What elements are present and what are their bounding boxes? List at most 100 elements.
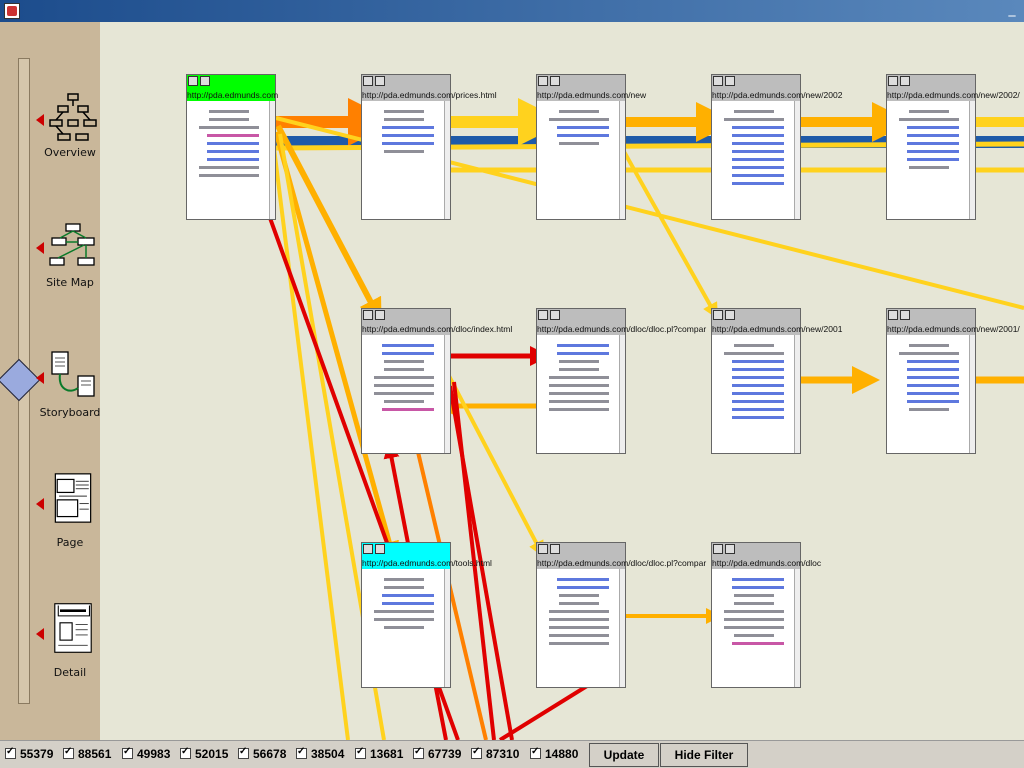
storyboard-canvas[interactable]: http://pda.edmunds.com http://pda.edmund… (100, 22, 1024, 740)
page-scrollbar[interactable] (269, 101, 275, 219)
filter-label: 56678 (253, 747, 287, 761)
filter-item[interactable]: 67739 (413, 746, 461, 763)
level-label: Storyboard (39, 406, 101, 419)
page-url: http://pda.edmunds.com/dloc/index.html (362, 324, 513, 334)
filter-checkbox[interactable] (122, 746, 133, 759)
page-scrollbar[interactable] (794, 569, 800, 687)
page-thumbnail[interactable]: http://pda.edmunds.com/dloc/index.html (361, 308, 512, 454)
filter-item[interactable]: 14880 (530, 746, 578, 763)
filter-item[interactable]: 38504 (296, 746, 345, 763)
page-thumbnail[interactable]: http://pda.edmunds.com/new/2001 (711, 308, 842, 454)
filter-checkbox[interactable] (355, 746, 366, 759)
link-arrow (446, 373, 544, 558)
link-arrow (270, 131, 350, 740)
page-thumbnail[interactable]: http://pda.edmunds.com/tools.html (361, 542, 492, 688)
page-scrollbar[interactable] (794, 101, 800, 219)
filter-checkbox[interactable] (63, 746, 74, 759)
filter-item[interactable]: 87310 (471, 746, 519, 763)
page-scrollbar[interactable] (969, 101, 975, 219)
page-thumbnail[interactable]: http://pda.edmunds.com/new/2001/ (886, 308, 1020, 454)
back-icon (888, 310, 898, 320)
page-thumbnail[interactable]: http://pda.edmunds.com (186, 74, 278, 220)
title-bar: _ (0, 0, 1024, 22)
page-scrollbar[interactable] (969, 335, 975, 453)
filter-item[interactable]: 49983 (122, 746, 170, 763)
level-site-map[interactable]: Site Map (30, 216, 100, 326)
filter-item[interactable]: 55379 (5, 746, 53, 763)
filter-label: 88561 (78, 747, 112, 761)
filter-item[interactable]: 88561 (63, 746, 112, 763)
filter-checkbox[interactable] (530, 746, 541, 759)
page-icon-small (900, 76, 910, 86)
page-url: http://pda.edmunds.com/new/2002/ (887, 90, 1020, 100)
page-scrollbar[interactable] (444, 335, 450, 453)
level-pointer-icon (36, 372, 44, 384)
level-overview[interactable]: Overview (30, 86, 100, 196)
filter-label: 52015 (195, 747, 229, 761)
page-scrollbar[interactable] (444, 101, 450, 219)
page-icon-small (375, 76, 385, 86)
page-scrollbar[interactable] (619, 335, 625, 453)
detail-icon (54, 603, 92, 653)
page-scrollbar[interactable] (619, 569, 625, 687)
page-thumbnail[interactable]: http://pda.edmunds.com/new (536, 74, 646, 220)
level-label: Page (56, 536, 84, 549)
page-url: http://pda.edmunds.com/dloc/dloc.pl?comp… (537, 324, 707, 334)
back-icon (713, 310, 723, 320)
level-storyboard[interactable]: Storyboard (30, 346, 100, 456)
filter-bar: 55379 88561 49983 52015 56678 38504 1368… (0, 740, 1024, 768)
page-icon-small (725, 76, 735, 86)
filter-checkbox[interactable] (5, 746, 16, 759)
back-icon (713, 76, 723, 86)
page-url: http://pda.edmunds.com/new/2001/ (887, 324, 1020, 334)
page-url: http://pda.edmunds.com/new/2002 (712, 90, 843, 100)
page-header: http://pda.edmunds.com/new/2002/ (887, 75, 1020, 101)
page-thumbnail[interactable]: http://pda.edmunds.com/prices.html (361, 74, 497, 220)
filter-checkbox[interactable] (413, 746, 424, 759)
filter-item[interactable]: 52015 (180, 746, 229, 763)
page-icon-small (375, 310, 385, 320)
filter-checkbox[interactable] (296, 746, 307, 759)
update-button[interactable]: Update (589, 743, 659, 767)
page-header: http://pda.edmunds.com/dloc/dloc.pl?comp… (537, 309, 706, 335)
page-header: http://pda.edmunds.com/dloc (712, 543, 821, 569)
hide-filter-button[interactable]: Hide Filter (660, 743, 748, 767)
page-content (714, 339, 794, 451)
level-pointer-icon (36, 114, 44, 126)
level-detail[interactable]: Detail (30, 600, 100, 710)
filter-item[interactable]: 13681 (355, 746, 404, 763)
page-thumbnail[interactable]: http://pda.edmunds.com/new/2002/ (886, 74, 1020, 220)
page-icon-small (725, 310, 735, 320)
page-content (364, 573, 444, 685)
page-thumbnail[interactable]: http://pda.edmunds.com/dloc (711, 542, 821, 688)
filter-label: 38504 (311, 747, 345, 761)
page-scrollbar[interactable] (619, 101, 625, 219)
page-header: http://pda.edmunds.com/dloc/index.html (362, 309, 512, 335)
page-thumbnail[interactable]: http://pda.edmunds.com/dloc/dloc.pl?comp… (536, 542, 706, 688)
app-icon[interactable] (4, 3, 20, 19)
level-label: Overview (44, 146, 96, 159)
back-icon (363, 310, 373, 320)
filter-item[interactable]: 56678 (238, 746, 287, 763)
page-content (889, 339, 969, 451)
page-scrollbar[interactable] (444, 569, 450, 687)
filter-label: 13681 (370, 747, 404, 761)
link-arrow (416, 451, 488, 740)
page-header: http://pda.edmunds.com/dloc/dloc.pl?comp… (537, 543, 706, 569)
filter-checkbox[interactable] (238, 746, 249, 759)
minimize-button[interactable]: _ (1008, 1, 1016, 17)
level-page[interactable]: Page (30, 470, 100, 580)
filter-checkbox[interactable] (471, 746, 482, 759)
back-icon (363, 544, 373, 554)
level-pointer-icon (36, 498, 44, 510)
page-content (714, 573, 794, 685)
page-thumbnail[interactable]: http://pda.edmunds.com/dloc/dloc.pl?comp… (536, 308, 706, 454)
link-arrow (620, 147, 718, 319)
site-map-icon (49, 223, 95, 266)
back-icon (538, 310, 548, 320)
page-scrollbar[interactable] (794, 335, 800, 453)
filter-checkbox[interactable] (180, 746, 191, 759)
page-thumbnail[interactable]: http://pda.edmunds.com/new/2002 (711, 74, 842, 220)
page-header: http://pda.edmunds.com/prices.html (362, 75, 497, 101)
page-icon-small (550, 544, 560, 554)
